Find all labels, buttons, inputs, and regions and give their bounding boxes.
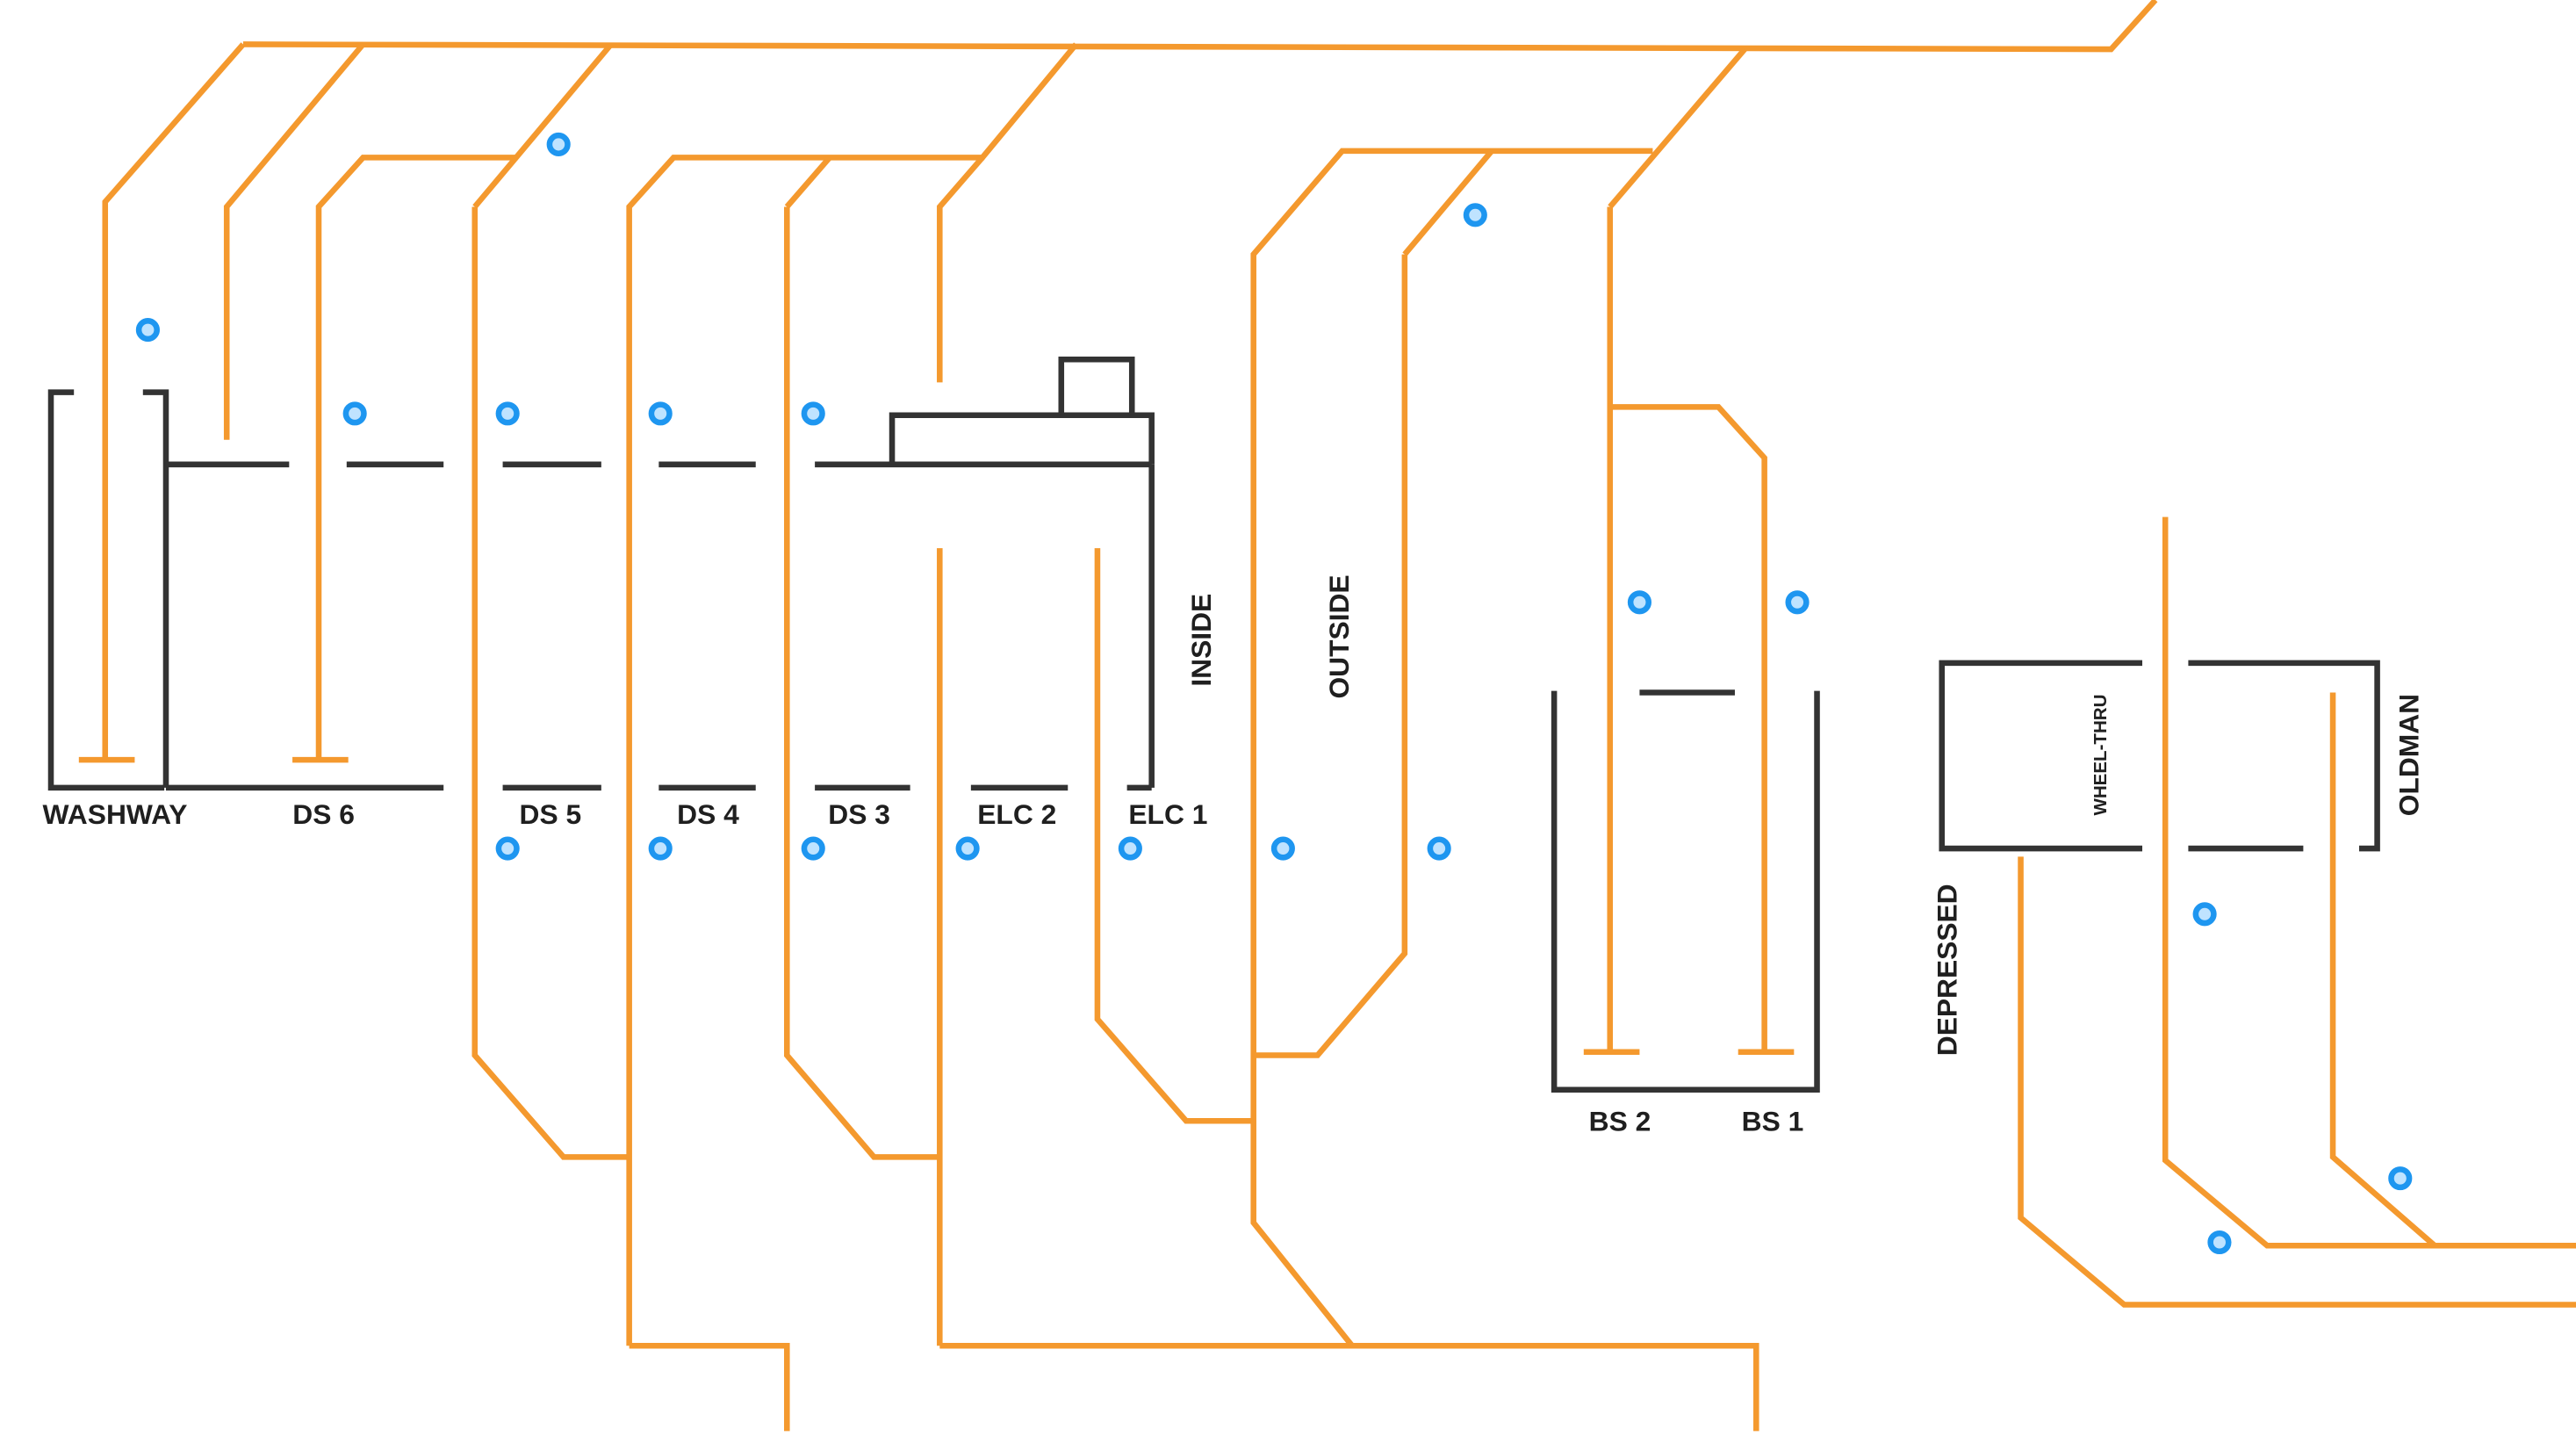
- sensor-marker[interactable]: [1427, 836, 1451, 861]
- track-elc1: [1094, 548, 1254, 1124]
- track-oldman: [2329, 692, 2437, 1248]
- track-ds6: [315, 155, 518, 761]
- track-top-mainline: [242, 0, 2158, 53]
- sensor-marker[interactable]: [1463, 203, 1487, 227]
- sensor-marker[interactable]: [135, 318, 160, 343]
- track-bs1: [1609, 404, 1767, 1052]
- sensor-marker[interactable]: [1785, 590, 1810, 615]
- label-bs1: BS 1: [1742, 1105, 1804, 1137]
- track-network: [78, 0, 2576, 1432]
- sensor-marker[interactable]: [801, 836, 825, 861]
- washway-bracket-right: [142, 389, 169, 788]
- sensor-marker[interactable]: [546, 132, 571, 156]
- track-ds3-connector: [784, 155, 832, 209]
- wheel-thru-box-right: [2188, 660, 2380, 852]
- label-washway: WASHWAY: [43, 798, 188, 830]
- sensor-marker[interactable]: [1627, 590, 1651, 615]
- elc-building-tower: [1058, 356, 1135, 415]
- track-bottom-lead-left: [629, 1342, 790, 1432]
- label-ds3: DS 3: [828, 798, 890, 830]
- sensor-marker[interactable]: [1270, 836, 1295, 861]
- sensor-marker[interactable]: [2388, 1166, 2413, 1191]
- track-wheel-thru: [2162, 516, 2576, 1249]
- label-outside: OUTSIDE: [1323, 574, 1355, 698]
- label-bs2: BS 2: [1589, 1105, 1651, 1137]
- washway-bracket: [47, 389, 165, 791]
- track-ds3: [784, 206, 940, 1160]
- track-ds4: [626, 42, 1079, 1346]
- track-branch-a: [223, 42, 366, 440]
- sensor-marker[interactable]: [1118, 836, 1142, 861]
- label-elc1: ELC 1: [1128, 798, 1207, 830]
- wheel-thru-box-left: [1939, 660, 2143, 852]
- track-outside: [1402, 148, 1494, 256]
- label-wheel-thru: WHEEL-THRU: [2090, 695, 2111, 816]
- bs-box: [1551, 690, 1820, 1093]
- label-depressed: DEPRESSED: [1932, 884, 1963, 1056]
- building-outlines: [47, 356, 2380, 1093]
- sensor-marker[interactable]: [342, 401, 367, 426]
- track-ds5-connector: [472, 42, 614, 209]
- track-bottom-lead-right: [939, 1342, 1759, 1432]
- label-ds6: DS 6: [292, 798, 355, 830]
- label-elc2: ELC 2: [977, 798, 1056, 830]
- label-inside: INSIDE: [1185, 594, 1217, 687]
- label-oldman: OLDMAN: [2393, 694, 2424, 816]
- sensor-marker[interactable]: [801, 401, 825, 426]
- track-outside-lower: [1253, 254, 1408, 1058]
- label-ds5: DS 5: [520, 798, 582, 830]
- track-inside-lower: [1250, 1055, 1355, 1348]
- sensor-markers: [135, 132, 2413, 1255]
- sensor-marker[interactable]: [648, 836, 673, 861]
- sensor-marker[interactable]: [648, 401, 673, 426]
- track-inside: [1250, 148, 1653, 1056]
- track-labels: WASHWAY DS 6 DS 5 DS 4 DS 3 ELC 2 ELC 1 …: [43, 574, 2425, 1137]
- sensor-marker[interactable]: [955, 836, 980, 861]
- sensor-marker[interactable]: [495, 401, 520, 426]
- sensor-marker[interactable]: [2192, 902, 2217, 927]
- track-ds5: [471, 206, 630, 1160]
- label-ds4: DS 4: [677, 798, 739, 830]
- track-elc2-upper: [937, 155, 985, 383]
- elc-building-block: [889, 412, 1155, 465]
- track-depressed: [2018, 856, 2576, 1308]
- sensor-marker[interactable]: [2207, 1230, 2232, 1255]
- track-washway: [102, 42, 246, 761]
- sensor-marker[interactable]: [495, 836, 520, 861]
- track-bs-lead: [1608, 47, 1747, 209]
